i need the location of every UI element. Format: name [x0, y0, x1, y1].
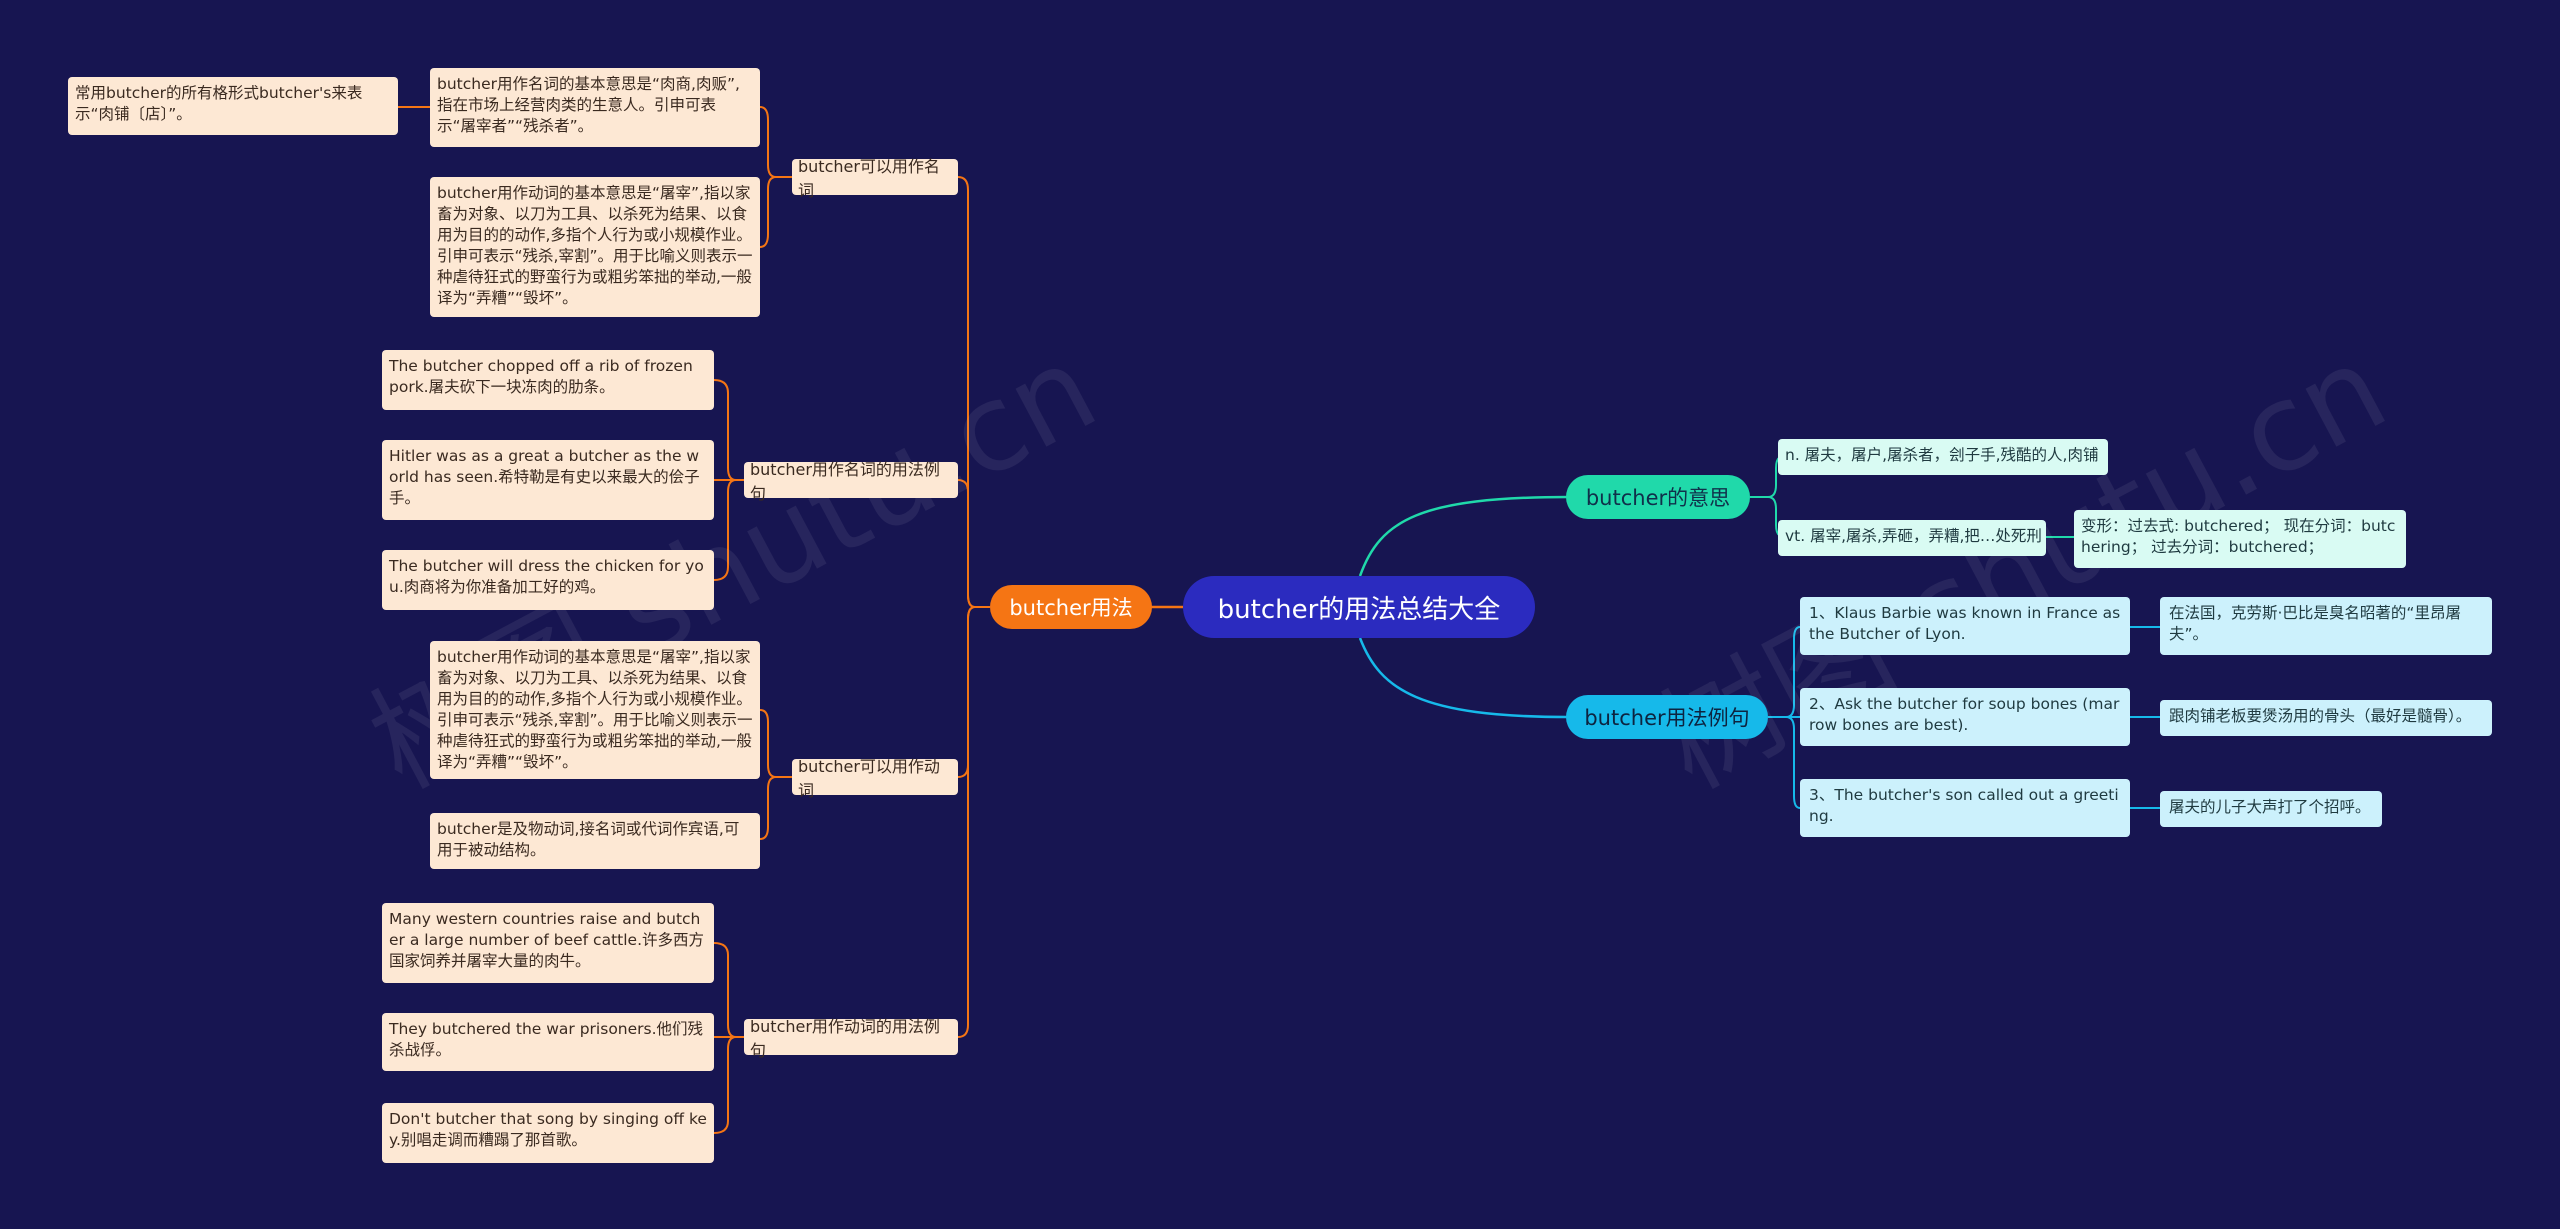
- example-en-1[interactable]: 1、Klaus Barbie was known in France as th…: [1800, 597, 2130, 655]
- root-node[interactable]: butcher的用法总结大全: [1183, 576, 1535, 638]
- leaf-noun-example-3[interactable]: The butcher will dress the chicken for y…: [382, 550, 714, 610]
- edge-noun-items: [759, 106, 792, 248]
- leaf-noun-2[interactable]: butcher用作动词的基本意思是“屠宰”,指以家畜为对象、以刀为工具、以杀死为…: [430, 177, 760, 317]
- main-node-meaning[interactable]: butcher的意思: [1566, 475, 1750, 519]
- edge-nounex-items: [713, 379, 744, 581]
- leaf-meaning-noun[interactable]: n. 屠夫，屠户,屠杀者，刽子手,残酷的人,肉铺: [1778, 439, 2108, 475]
- edge-examples-items: [1768, 626, 1801, 809]
- leaf-meaning-verb[interactable]: vt. 屠宰,屠杀,弄砸，弄糟,把…处死刑: [1778, 520, 2046, 556]
- example-zh-3[interactable]: 屠夫的儿子大声打了个招呼。: [2160, 791, 2382, 827]
- leaf-noun-example-1[interactable]: The butcher chopped off a rib of frozen …: [382, 350, 714, 410]
- sub-node-verb[interactable]: butcher可以用作动词: [792, 757, 958, 800]
- edge-root-examples: [1358, 637, 1569, 719]
- example-en-3[interactable]: 3、The butcher's son called out a greetin…: [1800, 779, 2130, 837]
- edge-example-translations: [2130, 626, 2160, 809]
- leaf-verb-1[interactable]: butcher用作动词的基本意思是“屠宰”,指以家畜为对象、以刀为工具、以杀死为…: [430, 641, 760, 779]
- leaf-verb-example-3[interactable]: Don't butcher that song by singing off k…: [382, 1103, 714, 1163]
- example-zh-1[interactable]: 在法国，克劳斯·巴比是臭名昭著的“里昂屠夫”。: [2160, 597, 2492, 655]
- edge-left-nounex: [957, 479, 990, 608]
- leaf-noun-example-2[interactable]: Hitler was as a great a butcher as the w…: [382, 440, 714, 520]
- edge-left-noun: [957, 176, 990, 608]
- leaf-noun-extra[interactable]: 常用butcher的所有格形式butcher's来表示“肉铺〔店〕”。: [68, 77, 398, 135]
- edge-verb-items: [759, 709, 792, 840]
- leaf-meaning-forms[interactable]: 变形：过去式: butchered； 现在分词：butchering； 过去分词…: [2074, 510, 2406, 568]
- sub-node-noun[interactable]: butcher可以用作名词: [792, 157, 958, 200]
- leaf-verb-example-2[interactable]: They butchered the war prisoners.他们残杀战俘。: [382, 1013, 714, 1071]
- sub-node-noun-examples[interactable]: butcher用作名词的用法例句: [744, 460, 958, 503]
- edge-left-verbex: [957, 606, 990, 1038]
- leaf-noun-1[interactable]: butcher用作名词的基本意思是“肉商,肉贩”,指在市场上经营肉类的生意人。引…: [430, 68, 760, 147]
- main-node-examples[interactable]: butcher用法例句: [1566, 695, 1768, 739]
- example-zh-2[interactable]: 跟肉铺老板要煲汤用的骨头（最好是髓骨）。: [2160, 700, 2492, 736]
- main-node-usage[interactable]: butcher用法: [990, 585, 1152, 629]
- edge-root-meaning: [1358, 495, 1569, 577]
- sub-node-verb-examples[interactable]: butcher用作动词的用法例句: [744, 1017, 958, 1060]
- edge-verbex-items: [713, 942, 744, 1134]
- example-en-2[interactable]: 2、Ask the butcher for soup bones (marrow…: [1800, 688, 2130, 746]
- leaf-verb-2[interactable]: butcher是及物动词,接名词或代词作宾语,可用于被动结构。: [430, 813, 760, 869]
- edge-left-verb: [957, 606, 990, 778]
- leaf-verb-example-1[interactable]: Many western countries raise and butcher…: [382, 903, 714, 983]
